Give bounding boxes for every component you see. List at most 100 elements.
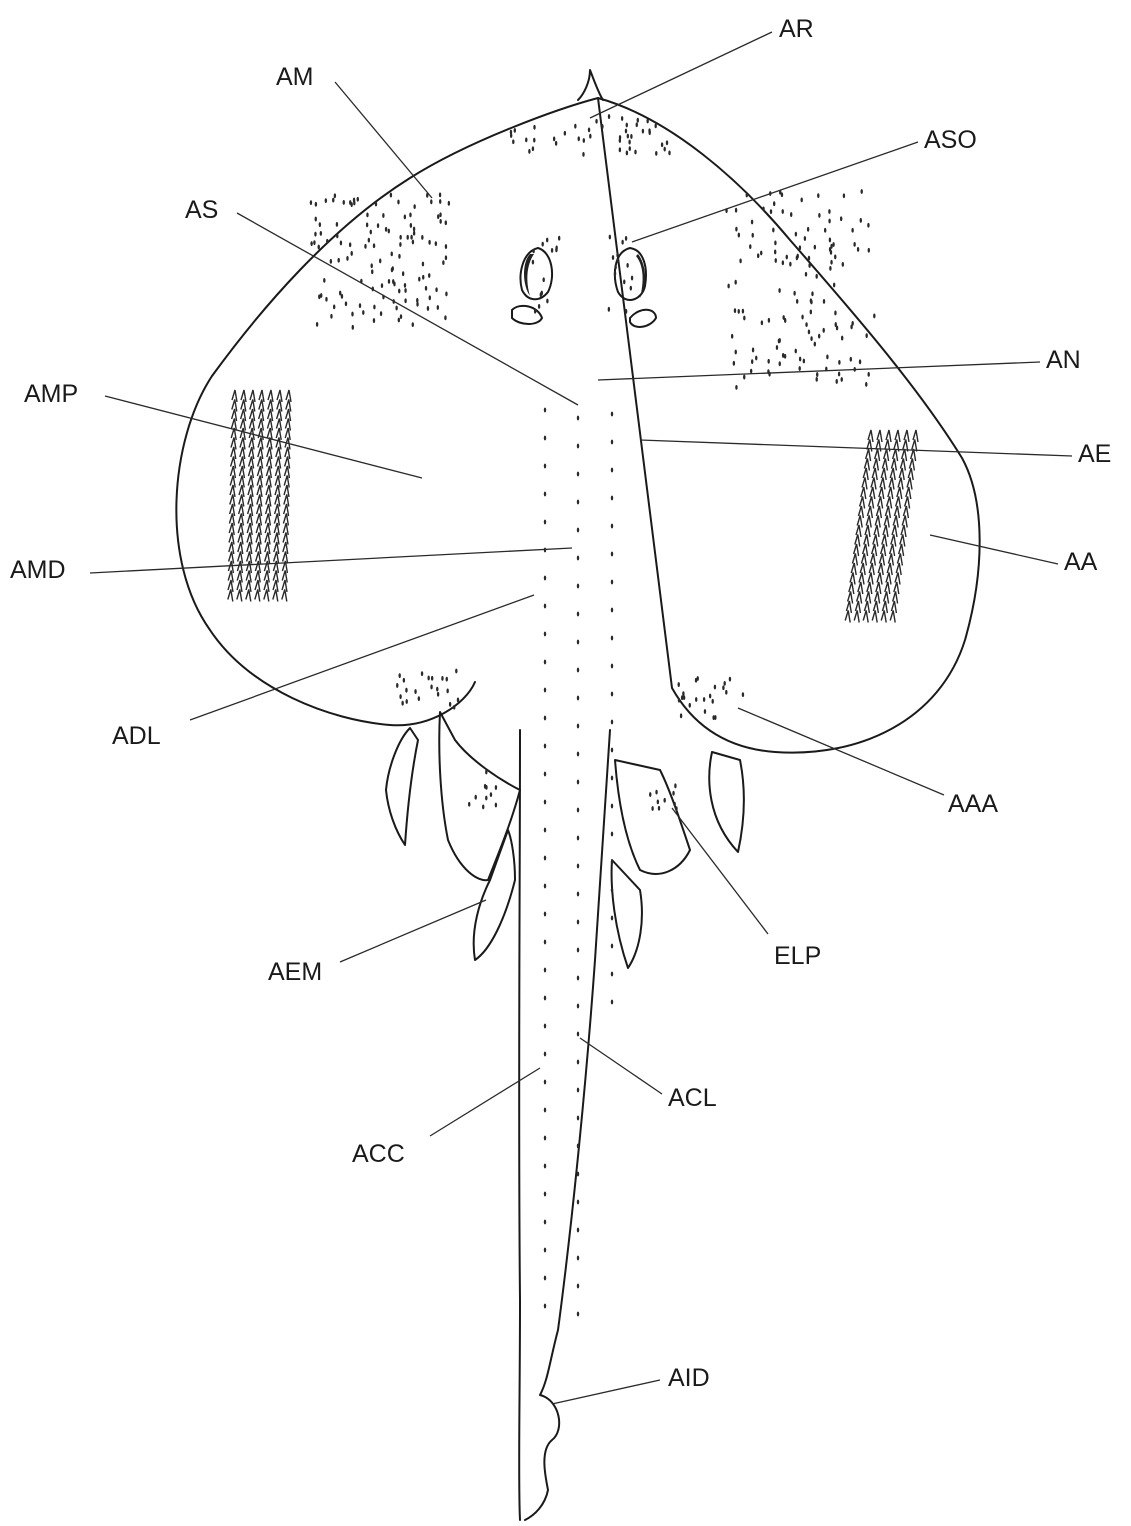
- denticle: [790, 212, 792, 217]
- denticle: [621, 116, 623, 121]
- denticle: [514, 128, 516, 133]
- denticle: [409, 213, 411, 218]
- denticle: [668, 150, 670, 155]
- denticle: [873, 314, 875, 319]
- denticle: [807, 227, 809, 232]
- denticle: [818, 334, 820, 339]
- denticle: [578, 136, 580, 141]
- denticle: [714, 685, 716, 690]
- denticle: [577, 1144, 579, 1149]
- denticle: [616, 253, 618, 258]
- denticle: [546, 299, 548, 304]
- denticle: [751, 359, 753, 364]
- denticle: [399, 694, 401, 699]
- denticle: [398, 254, 400, 259]
- denticle: [405, 688, 407, 693]
- denticle: [544, 1192, 546, 1197]
- denticle: [611, 692, 613, 697]
- denticle: [828, 209, 830, 214]
- denticle: [577, 1060, 579, 1065]
- leader-ar: [590, 32, 772, 118]
- denticle: [577, 1284, 579, 1289]
- denticle: [714, 715, 716, 720]
- denticle: [485, 796, 487, 801]
- denticle: [649, 792, 651, 797]
- denticle: [651, 806, 653, 811]
- denticle: [803, 359, 805, 364]
- denticle: [495, 803, 497, 808]
- denticle: [860, 218, 862, 223]
- denticle: [782, 260, 784, 265]
- denticle: [528, 149, 530, 154]
- denticle: [334, 193, 336, 198]
- denticle: [532, 248, 534, 253]
- denticle: [406, 235, 408, 240]
- denticle: [811, 291, 813, 296]
- denticle: [577, 1172, 579, 1177]
- denticle: [655, 151, 657, 156]
- label-adl: ADL: [112, 722, 161, 750]
- denticle: [319, 222, 321, 227]
- denticle: [826, 354, 828, 359]
- denticle: [371, 263, 373, 268]
- alar-thorn: [264, 590, 269, 602]
- denticle: [315, 202, 317, 207]
- denticle: [544, 828, 546, 833]
- label-an: AN: [1046, 346, 1081, 374]
- denticle: [778, 288, 780, 293]
- denticle: [332, 198, 334, 203]
- denticle: [851, 321, 853, 326]
- denticle: [631, 276, 633, 281]
- denticle: [722, 685, 724, 690]
- denticle: [398, 318, 400, 323]
- denticle: [421, 235, 423, 240]
- denticle: [404, 283, 406, 288]
- alar-thorn: [881, 611, 886, 623]
- label-as: AS: [185, 196, 218, 224]
- denticle: [672, 791, 674, 796]
- denticle: [673, 802, 675, 807]
- denticle: [468, 802, 470, 807]
- denticle: [421, 671, 423, 676]
- denticle: [336, 222, 338, 227]
- denticle: [555, 247, 557, 252]
- denticle: [448, 201, 450, 206]
- leader-acl: [580, 1038, 662, 1094]
- denticle: [704, 709, 706, 714]
- denticle: [630, 134, 632, 139]
- denticle: [444, 315, 446, 320]
- denticle: [612, 255, 614, 260]
- denticle: [760, 251, 762, 256]
- denticle: [801, 315, 803, 320]
- denticle: [371, 269, 373, 274]
- denticle: [779, 361, 781, 366]
- alar-thorn: [863, 611, 868, 623]
- denticle: [619, 147, 621, 152]
- denticle: [810, 300, 812, 305]
- denticle: [734, 308, 736, 313]
- denticle: [326, 239, 328, 244]
- denticle: [775, 258, 777, 263]
- alar-thorn: [890, 611, 895, 623]
- denticle: [735, 227, 737, 232]
- denticle: [796, 299, 798, 304]
- denticle: [867, 372, 869, 377]
- denticle: [418, 277, 420, 282]
- denticle: [786, 255, 788, 260]
- denticle: [805, 322, 807, 327]
- denticle: [564, 131, 566, 136]
- denticle: [625, 309, 627, 314]
- denticle: [446, 688, 448, 693]
- denticle: [851, 228, 853, 233]
- denticle: [611, 888, 613, 893]
- denticle: [833, 283, 835, 288]
- denticle: [538, 304, 540, 309]
- denticle: [351, 312, 353, 317]
- alar-thorn: [255, 590, 260, 602]
- denticle: [541, 242, 543, 247]
- denticle: [402, 271, 404, 276]
- denticle: [544, 436, 546, 441]
- pelvic-fin-right-outer: [709, 752, 744, 852]
- denticle: [830, 260, 832, 265]
- denticle: [346, 256, 348, 261]
